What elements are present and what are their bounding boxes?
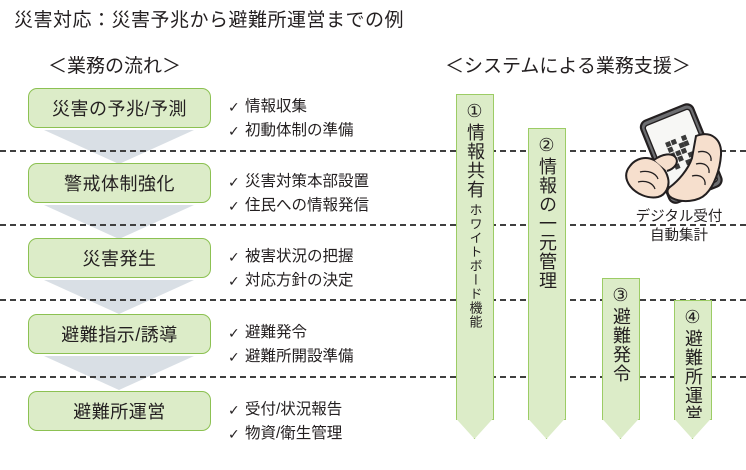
system-arrow-label: 避難発令: [611, 307, 631, 383]
flow-transition-arrow-1: [44, 130, 194, 164]
system-arrow-label: 避難所運営: [683, 329, 703, 424]
task-label: 被害状況の把握: [245, 248, 354, 265]
task-label: 初動体制の準備: [245, 122, 354, 139]
task-item: ✓ 住民への情報発信: [228, 194, 369, 218]
task-group-4: ✓ 避難発令 ✓ 避難所開設準備: [228, 321, 354, 369]
system-arrow-number: ④: [683, 307, 703, 329]
flow-transition-arrow-2: [44, 205, 194, 239]
divider-2: [0, 224, 746, 226]
flow-transition-arrow-3: [44, 280, 194, 314]
task-item: ✓ 災害対策本部設置: [228, 170, 369, 194]
task-item: ✓ 物資/衛生管理: [228, 422, 342, 446]
task-label: 情報収集: [245, 98, 308, 115]
task-group-3: ✓ 被害状況の把握 ✓ 対応方針の決定: [228, 245, 354, 293]
divider-3: [0, 299, 746, 301]
illustration-caption-line2: 自動集計: [650, 228, 708, 244]
check-icon: ✓: [228, 123, 240, 139]
illustration-caption-line1: デジタル受付: [635, 209, 723, 225]
check-icon: ✓: [228, 198, 240, 214]
task-item: ✓ 避難所開設準備: [228, 345, 354, 369]
divider-1: [0, 150, 746, 152]
task-group-2: ✓ 災害対策本部設置 ✓ 住民への情報発信: [228, 170, 369, 218]
task-label: 災害対策本部設置: [245, 173, 370, 190]
system-arrow-number: ③: [611, 285, 631, 307]
system-arrow-2[interactable]: ② 情報の一元管理: [527, 128, 566, 439]
stage-box-3[interactable]: 災害発生: [28, 238, 211, 278]
stage-box-1[interactable]: 災害の予兆/予測: [28, 88, 211, 128]
task-item: ✓ 受付/状況報告: [228, 398, 342, 422]
stage-box-5[interactable]: 避難所運営: [28, 391, 211, 431]
task-label: 対応方針の決定: [245, 272, 354, 289]
system-arrow-4[interactable]: ④ 避難所運営: [673, 300, 712, 439]
task-group-1: ✓ 情報収集 ✓ 初動体制の準備: [228, 95, 354, 143]
system-arrow-3[interactable]: ③ 避難発令: [601, 278, 640, 439]
page-title: 災害対応：災害予兆から避難所運営までの例: [14, 10, 405, 31]
arrow-tip: [527, 418, 566, 439]
system-arrow-sublabel: ホワイトボード機能: [467, 203, 483, 329]
task-group-5: ✓ 受付/状況報告 ✓ 物資/衛生管理: [228, 398, 342, 446]
task-item: ✓ 情報収集: [228, 95, 354, 119]
check-icon: ✓: [228, 402, 240, 418]
system-arrow-1[interactable]: ① 情報共有 ホワイトボード機能: [455, 94, 494, 439]
system-arrow-label: 情報の一元管理: [537, 157, 557, 290]
arrow-tip: [673, 418, 712, 439]
divider-4: [0, 376, 746, 378]
check-icon: ✓: [228, 426, 240, 442]
check-icon: ✓: [228, 349, 240, 365]
check-icon: ✓: [228, 325, 240, 341]
task-item: ✓ 避難発令: [228, 321, 354, 345]
system-arrow-label: 情報共有: [465, 123, 485, 199]
column-header-workflow: ＜業務の流れ＞: [48, 56, 182, 77]
task-label: 住民への情報発信: [245, 197, 370, 214]
system-arrow-number: ②: [537, 135, 557, 157]
arrow-tip: [455, 418, 494, 439]
check-icon: ✓: [228, 99, 240, 115]
check-icon: ✓: [228, 249, 240, 265]
arrow-tip: [601, 418, 640, 439]
task-item: ✓ 初動体制の準備: [228, 119, 354, 143]
task-item: ✓ 被害状況の把握: [228, 245, 354, 269]
task-label: 受付/状況報告: [245, 401, 343, 418]
system-arrow-number: ①: [465, 101, 485, 123]
task-label: 避難発令: [245, 324, 308, 341]
stage-box-2[interactable]: 警戒体制強化: [28, 163, 211, 203]
smartphone-qr-illustration: [618, 100, 740, 205]
check-icon: ✓: [228, 174, 240, 190]
check-icon: ✓: [228, 273, 240, 289]
illustration-caption: デジタル受付 自動集計: [612, 208, 746, 246]
task-item: ✓ 対応方針の決定: [228, 269, 354, 293]
column-header-system-support: ＜システムによる業務支援＞: [445, 56, 691, 77]
task-label: 避難所開設準備: [245, 348, 354, 365]
stage-box-4[interactable]: 避難指示/誘導: [28, 314, 211, 354]
task-label: 物資/衛生管理: [245, 425, 343, 442]
flow-transition-arrow-4: [44, 356, 194, 390]
